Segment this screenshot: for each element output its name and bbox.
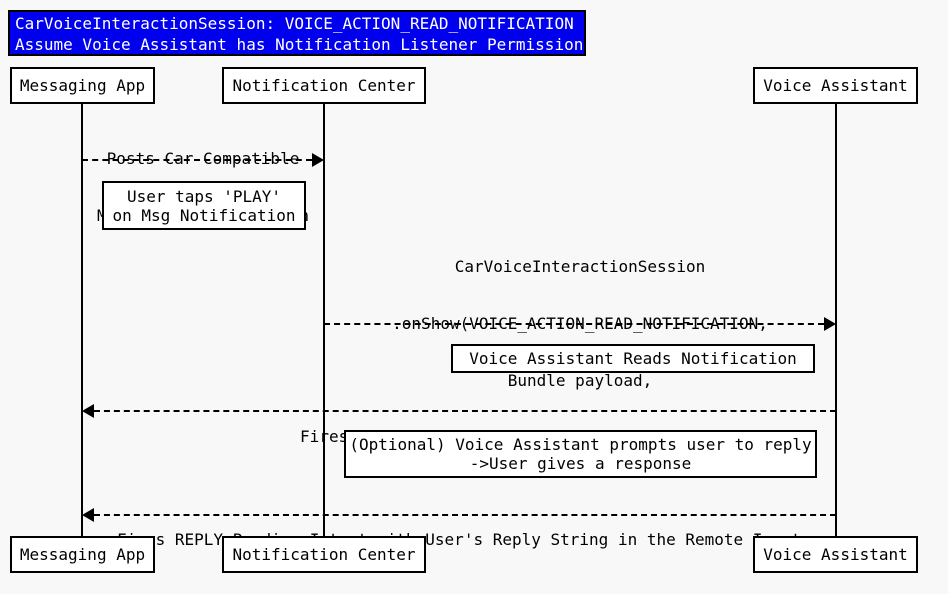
- diagram-title-line2: Assume Voice Assistant has Notification …: [15, 35, 584, 54]
- message-line: Fires REPLY Pending Intent with User's R…: [117, 530, 801, 549]
- message-line: Posts Car Compatible: [106, 149, 300, 168]
- note-line: (Optional) Voice Assistant prompts user …: [349, 435, 812, 454]
- participant-label: Messaging App: [19, 76, 146, 95]
- diagram-title-line1: CarVoiceInteractionSession: VOICE_ACTION…: [15, 14, 574, 33]
- arrowhead-left-icon: [82, 508, 94, 522]
- arrowhead-right-icon: [824, 317, 836, 331]
- participant-messaging-app-top: Messaging App: [10, 67, 155, 104]
- note-user-taps-play: User taps 'PLAY' on Msg Notification: [102, 181, 306, 230]
- arrowhead-left-icon: [82, 404, 94, 418]
- message-arrow-posts-notification: [82, 153, 324, 167]
- message-line: Bundle payload,: [507, 371, 653, 390]
- message-label-reply-intent: Fires REPLY Pending Intent with User's R…: [82, 492, 836, 587]
- message-line: CarVoiceInteractionSession: [454, 257, 706, 276]
- participant-label: Notification Center: [232, 76, 416, 95]
- lifeline-messaging-app: [81, 104, 83, 537]
- note-line: Voice Assistant Reads Notification: [469, 349, 797, 368]
- note-reads-notification: Voice Assistant Reads Notification: [451, 344, 815, 373]
- lifeline-notification-center: [323, 104, 325, 537]
- note-optional-reply-prompt: (Optional) Voice Assistant prompts user …: [344, 430, 817, 478]
- participant-notification-center-top: Notification Center: [222, 67, 426, 104]
- participant-notification-center-bottom: Notification Center: [222, 536, 426, 573]
- note-line: User taps 'PLAY': [126, 186, 282, 206]
- participant-label: Voice Assistant: [763, 545, 908, 564]
- message-arrow-mark-as-read: [82, 404, 836, 418]
- note-line: on Msg Notification: [112, 205, 296, 225]
- diagram-title: CarVoiceInteractionSession: VOICE_ACTION…: [8, 10, 586, 56]
- participant-label: Messaging App: [19, 545, 146, 564]
- participant-voice-assistant-bottom: Voice Assistant: [753, 536, 918, 573]
- participant-voice-assistant-top: Voice Assistant: [753, 67, 918, 104]
- message-arrow-onshow: [324, 317, 836, 331]
- message-arrow-reply-intent: [82, 508, 836, 522]
- participant-label: Notification Center: [232, 545, 416, 564]
- participant-messaging-app-bottom: Messaging App: [10, 536, 155, 573]
- lifeline-voice-assistant: [835, 104, 837, 537]
- arrowhead-right-icon: [312, 153, 324, 167]
- participant-label: Voice Assistant: [763, 76, 908, 95]
- note-line: ->User gives a response: [469, 454, 692, 473]
